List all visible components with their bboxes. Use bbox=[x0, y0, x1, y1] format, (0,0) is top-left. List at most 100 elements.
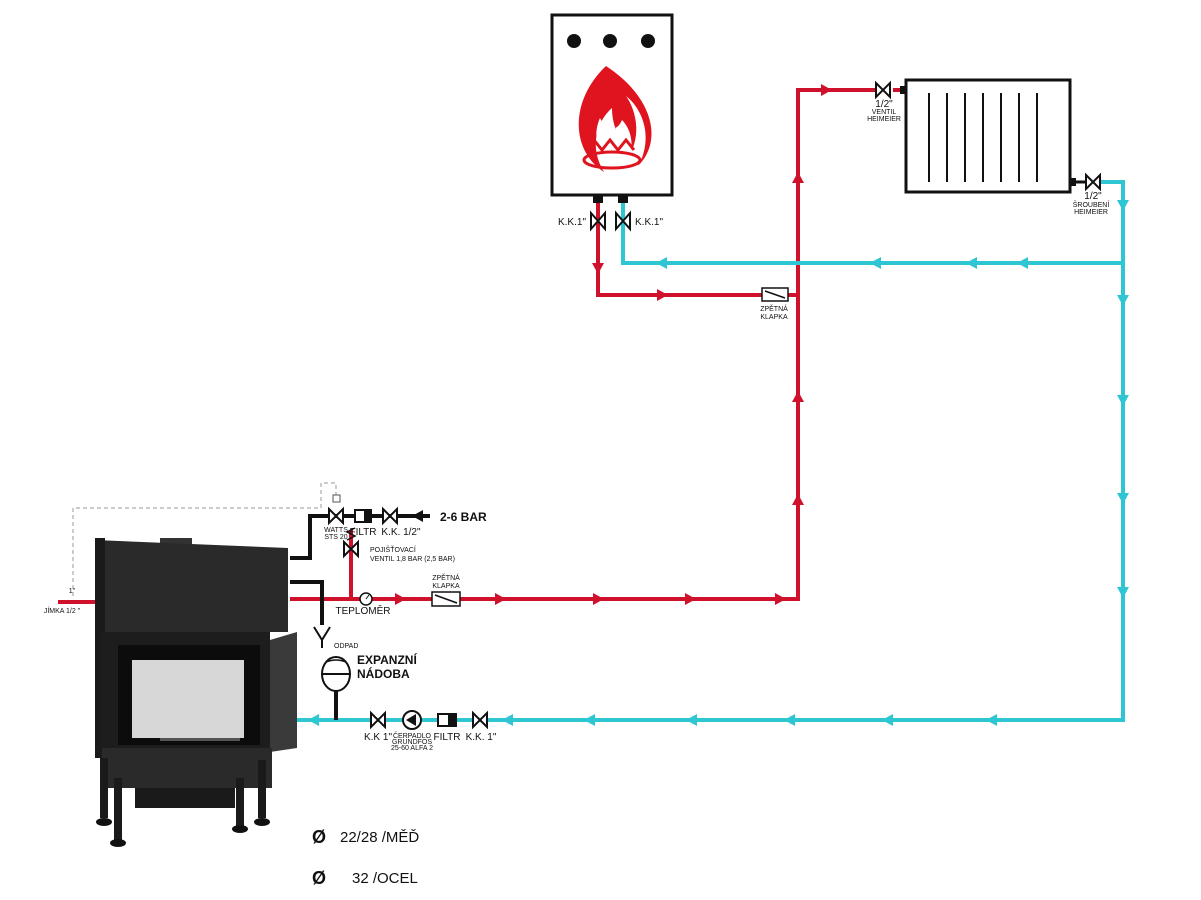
legend-copper-symbol: Ø bbox=[312, 827, 326, 847]
safety-valve-line2: VENTIL 1,8 BAR (2,5 BAR) bbox=[370, 556, 455, 563]
return-valve-2[interactable] bbox=[472, 710, 488, 730]
cold-water-filter-label: FILTR bbox=[349, 527, 376, 538]
return-valve-2-label: K.K. 1" bbox=[466, 732, 497, 743]
safety-valve[interactable] bbox=[343, 527, 359, 559]
supply-pipes bbox=[58, 88, 906, 604]
flow-arrow-left bbox=[870, 257, 881, 269]
cold-water-valve-label: K.K. 1/2" bbox=[381, 527, 421, 538]
drain-label: ODPAD bbox=[334, 643, 358, 650]
gas-boiler bbox=[550, 13, 674, 203]
check-valve-supply-line2: KLAPKA bbox=[432, 583, 460, 590]
flow-arrow-up bbox=[792, 391, 804, 402]
check-valve-supply-line1: ZPĚTNÁ bbox=[432, 573, 460, 582]
thermometer-icon bbox=[359, 592, 373, 606]
check-valve-boiler-line1: ZPĚTNÁ bbox=[760, 304, 788, 313]
fireplace-window bbox=[132, 660, 244, 738]
flow-arrow-down bbox=[1117, 200, 1129, 211]
supply-main-pipe bbox=[290, 88, 875, 601]
return-valve-1[interactable] bbox=[370, 710, 386, 730]
flow-arrow-up bbox=[792, 494, 804, 505]
radiator-body bbox=[904, 78, 1072, 194]
expansion-label-1: EXPANZNÍ bbox=[357, 652, 417, 667]
flow-arrow-down bbox=[1117, 395, 1129, 406]
pump-label-2: GRUNDFOS bbox=[392, 739, 432, 746]
flow-arrow-down bbox=[1117, 295, 1129, 306]
check-valve-boiler[interactable] bbox=[761, 287, 789, 302]
cold-water-filter[interactable] bbox=[354, 509, 372, 523]
watts-valve[interactable] bbox=[328, 506, 344, 526]
flow-arrow-right bbox=[657, 289, 668, 301]
thermometer-label: TEPLOMĚR bbox=[335, 604, 390, 617]
expansion-label-2: NÁDOBA bbox=[357, 666, 410, 681]
sensor-pocket-label: JÍMKA 1/2 " bbox=[44, 606, 81, 615]
boiler-supply-pipe bbox=[596, 200, 798, 297]
pump-label-1: ČERPADLO bbox=[393, 731, 432, 740]
flow-arrow-left bbox=[656, 257, 667, 269]
radiator-outlet-valve-sub2: HEIMEIER bbox=[1074, 209, 1108, 216]
flow-arrow-left bbox=[1017, 257, 1028, 269]
flow-arrow-left bbox=[966, 257, 977, 269]
pressure-label: 2-6 BAR bbox=[440, 510, 487, 524]
safety-valve-line1: POJIŠŤOVACÍ bbox=[370, 545, 416, 554]
fireplace-door bbox=[270, 632, 297, 752]
fireplace-hood bbox=[95, 540, 288, 632]
flow-arrow-down bbox=[592, 263, 604, 274]
flow-arrow-right bbox=[775, 593, 786, 605]
return-filter[interactable] bbox=[437, 713, 457, 727]
flow-arrow-down bbox=[1117, 493, 1129, 504]
check-valve-supply[interactable] bbox=[431, 591, 461, 607]
legend-steel-symbol: Ø bbox=[312, 868, 326, 888]
flow-arrow-left bbox=[584, 714, 595, 726]
flow-arrow-left bbox=[412, 510, 423, 522]
boiler-outlet-stub-left bbox=[593, 195, 603, 203]
sensor-size-label: 1" bbox=[69, 588, 76, 595]
boiler-outlet-stub-right bbox=[618, 195, 628, 203]
radiator bbox=[900, 78, 1076, 194]
boiler-valve-right-label: K.K.1" bbox=[635, 217, 663, 228]
radiator-inlet-valve[interactable] bbox=[875, 80, 891, 100]
legend-copper-text: 22/28 /MĚĎ bbox=[340, 829, 419, 846]
watts-label-2: STS 20 bbox=[324, 534, 347, 541]
boiler-valve-right[interactable] bbox=[615, 210, 631, 232]
pump-icon[interactable] bbox=[402, 710, 422, 730]
legend-steel-text: 32 /OCEL bbox=[352, 870, 418, 887]
flow-arrows bbox=[308, 84, 1129, 726]
radiator-return-pipe bbox=[295, 180, 1125, 722]
drain-funnel-icon bbox=[313, 626, 331, 648]
flow-arrow-left bbox=[784, 714, 795, 726]
fireplace-insert bbox=[95, 538, 297, 847]
boiler-valve-left[interactable] bbox=[590, 210, 606, 232]
return-valve-1-label: K.K 1" bbox=[364, 732, 392, 743]
flow-arrow-left bbox=[986, 714, 997, 726]
boiler-return-pipe bbox=[621, 200, 1123, 265]
watts-sensor-box bbox=[332, 494, 341, 503]
radiator-inlet-valve-label: 1/2" bbox=[875, 99, 893, 110]
radiator-outlet-valve-label: 1/2" bbox=[1084, 191, 1102, 202]
cold-water-valve[interactable] bbox=[382, 506, 398, 526]
flow-arrow-down bbox=[1117, 587, 1129, 598]
boiler-valve-left-label: K.K.1" bbox=[558, 217, 586, 228]
flow-arrow-left bbox=[686, 714, 697, 726]
return-filter-label: FILTR bbox=[433, 732, 460, 743]
flow-arrow-left bbox=[308, 714, 319, 726]
radiator-inlet-valve-sub1: VENTIL bbox=[872, 109, 897, 116]
flow-arrow-up bbox=[792, 172, 804, 183]
sensor-dashed-line bbox=[72, 482, 337, 596]
radiator-outlet-valve-sub1: ŠROUBENÍ bbox=[1073, 200, 1110, 209]
fireplace-base bbox=[102, 748, 272, 788]
pump-label-3: 25-60 ALFA 2 bbox=[391, 745, 433, 752]
flow-arrow-right bbox=[395, 593, 406, 605]
flow-arrow-right bbox=[821, 84, 832, 96]
radiator-outlet-valve[interactable] bbox=[1085, 172, 1101, 192]
fireplace-chimney bbox=[160, 538, 192, 546]
expansion-vessel bbox=[321, 656, 351, 692]
watts-label-1: WATTS bbox=[324, 527, 348, 534]
boiler-knob-1 bbox=[567, 34, 581, 48]
boiler-knob-3 bbox=[641, 34, 655, 48]
check-valve-boiler-line2: KLAPKA bbox=[760, 314, 788, 321]
flow-arrow-left bbox=[502, 714, 513, 726]
return-pipes bbox=[295, 180, 1125, 722]
radiator-inlet-valve-sub2: HEIMEIER bbox=[867, 116, 901, 123]
boiler-knob-2 bbox=[603, 34, 617, 48]
